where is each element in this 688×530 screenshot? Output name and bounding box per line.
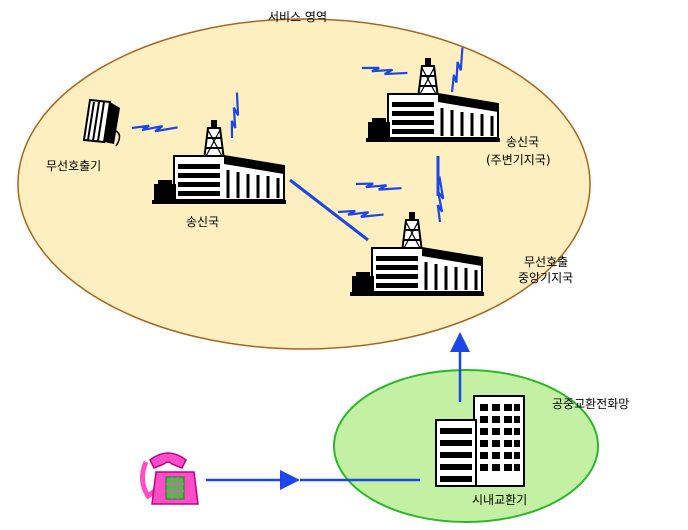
peripheral-base-label: (주변기지국) <box>486 153 551 167</box>
service-area-ellipse <box>17 18 591 350</box>
office-building-icon <box>435 395 525 487</box>
pager-label: 무선호출기 <box>46 159 101 173</box>
pstn-label: 공중교환전화망 <box>552 397 629 411</box>
telephone-icon <box>140 452 199 505</box>
local-exchange-label: 시내교환기 <box>472 493 527 507</box>
central-label-line2: 중앙기지국 <box>518 271 573 285</box>
transmitter-right-label: 송신국 <box>506 135 539 149</box>
pager-icon <box>82 98 121 147</box>
transmitter-left-label: 송신국 <box>186 215 219 229</box>
service-area-label: 서비스 영역 <box>268 10 327 24</box>
link-left-to-central <box>289 178 369 242</box>
central-label-line1: 무선호출 <box>524 255 568 269</box>
link-lines <box>206 156 470 490</box>
